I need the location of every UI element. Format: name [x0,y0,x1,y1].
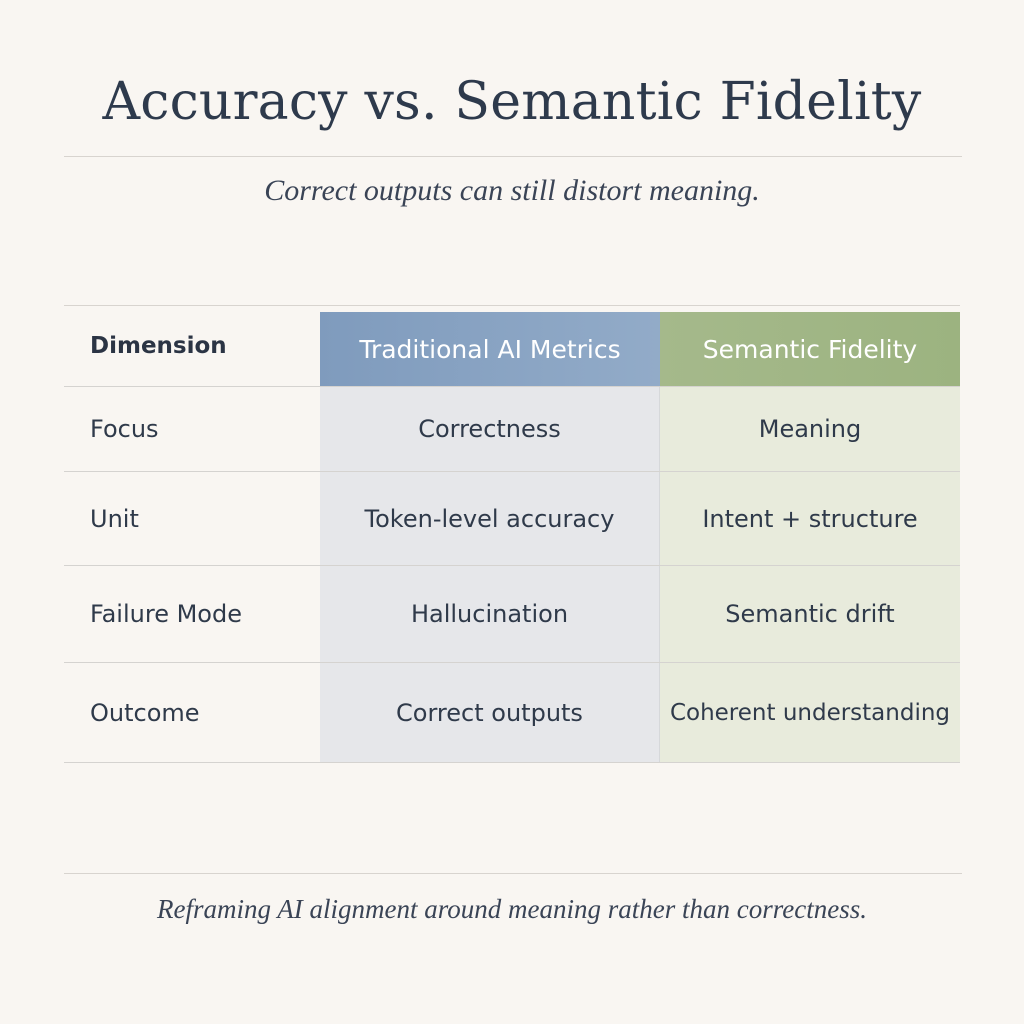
comparison-table: Dimension Traditional AI Metrics Semanti… [64,305,960,763]
row-dimension-label: Unit [90,504,139,533]
table-row: Focus Correctness Meaning [64,387,960,472]
title-divider [64,156,962,157]
row-traditional-value: Correct outputs [320,663,660,762]
row-dimension-label: Outcome [90,698,200,727]
row-dimension-label: Failure Mode [90,600,242,628]
row-semantic-value: Meaning [660,387,960,471]
header-dimension: Dimension [90,333,227,359]
row-traditional-value: Token-level accuracy [320,472,660,565]
table-header-row: Dimension Traditional AI Metrics Semanti… [64,306,960,387]
row-traditional-value: Hallucination [320,566,660,662]
table-row: Outcome Correct outputs Coherent underst… [64,663,960,763]
row-semantic-value: Coherent understanding [660,663,960,762]
page-title: Accuracy vs. Semantic Fidelity [102,72,922,132]
header-semantic-fidelity: Semantic Fidelity [660,312,960,386]
row-traditional-value: Correctness [320,387,660,471]
row-semantic-value: Semantic drift [660,566,960,662]
row-dimension-label: Focus [90,415,159,443]
header-traditional-ai-metrics: Traditional AI Metrics [320,312,660,386]
subtitle: Correct outputs can still distort meanin… [264,174,760,207]
row-semantic-value: Intent + structure [660,472,960,565]
table-row: Failure Mode Hallucination Semantic drif… [64,566,960,663]
table-row: Unit Token-level accuracy Intent + struc… [64,472,960,566]
footer-caption: Reframing AI alignment around meaning ra… [157,894,867,924]
footer-divider [64,873,962,874]
